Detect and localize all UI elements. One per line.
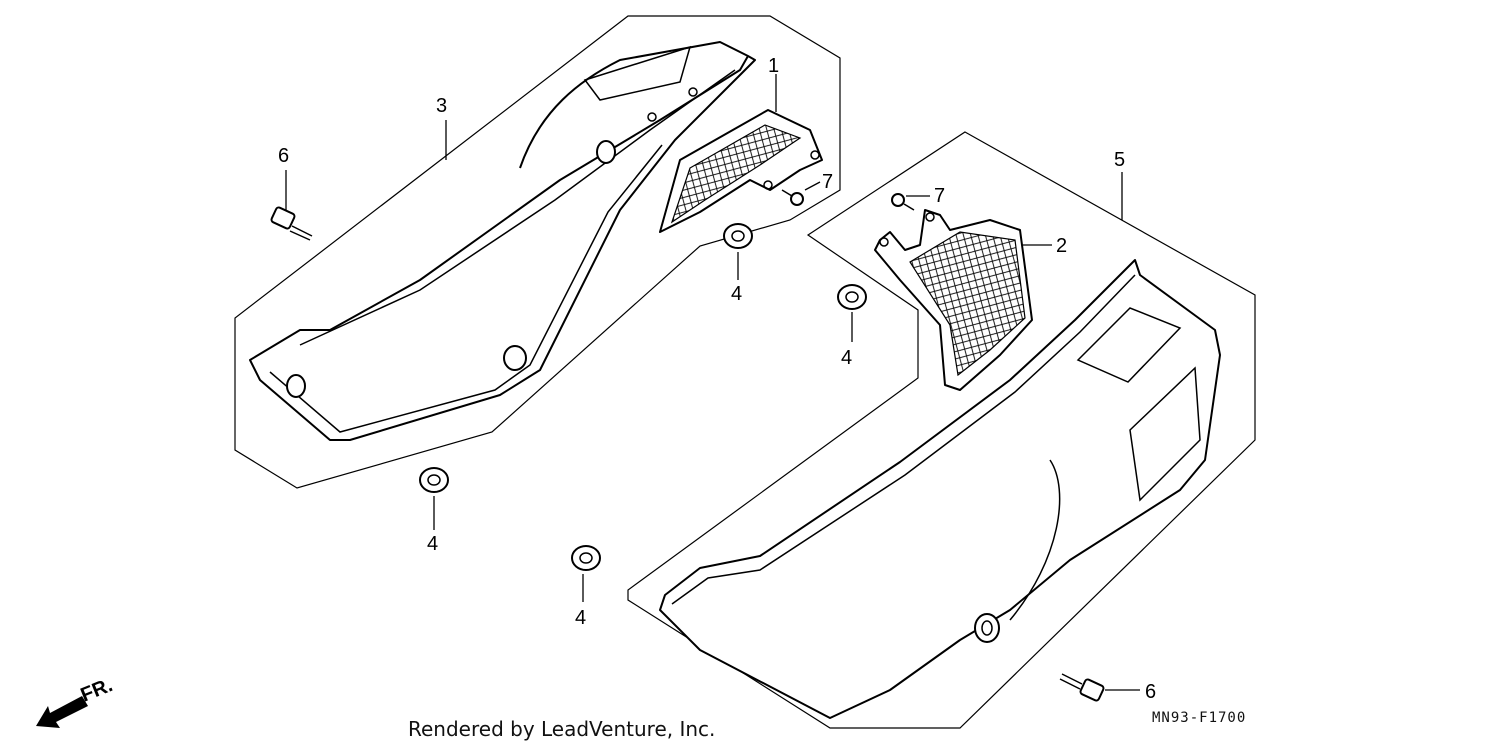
callout-7: 7 (934, 185, 945, 207)
callout-5: 5 (1114, 149, 1125, 171)
mount-peg (596, 140, 616, 164)
svg-text:FR.: FR. (78, 674, 116, 706)
callout-6: 6 (278, 145, 289, 167)
grommet-hole (974, 613, 1000, 643)
right-group-outline (627, 131, 1256, 729)
screw[interactable] (781, 189, 804, 206)
bolt[interactable] (1059, 673, 1105, 702)
callout-4: 4 (841, 347, 852, 369)
left-mesh-grille[interactable] (659, 109, 823, 233)
front-direction-indicator: FR. (36, 674, 116, 728)
callout-3: 3 (436, 95, 447, 117)
grommet[interactable] (419, 467, 449, 493)
left-group-outline (234, 15, 841, 489)
callout-1: 1 (768, 55, 779, 77)
callout-2: 2 (1056, 235, 1067, 257)
grommet[interactable] (837, 284, 867, 310)
diagram-code: MN93-F1700 (1152, 710, 1247, 726)
render-credit: Rendered by LeadVenture, Inc. (408, 717, 716, 741)
callout-6: 6 (1145, 681, 1156, 703)
bolt[interactable] (270, 206, 313, 241)
screw[interactable] (891, 193, 915, 211)
callout-4: 4 (731, 283, 742, 305)
left-side-cover[interactable] (249, 41, 756, 441)
right-mesh-grille[interactable] (874, 209, 1033, 391)
callout-4: 4 (575, 607, 586, 629)
grommet[interactable] (571, 545, 601, 571)
grommet[interactable] (723, 223, 753, 249)
callout-4: 4 (427, 533, 438, 555)
callout-7: 7 (822, 171, 833, 193)
front-arrow-icon (36, 696, 88, 728)
mount-peg (503, 345, 527, 371)
mount-peg (286, 374, 306, 398)
right-side-cover[interactable] (659, 259, 1221, 719)
